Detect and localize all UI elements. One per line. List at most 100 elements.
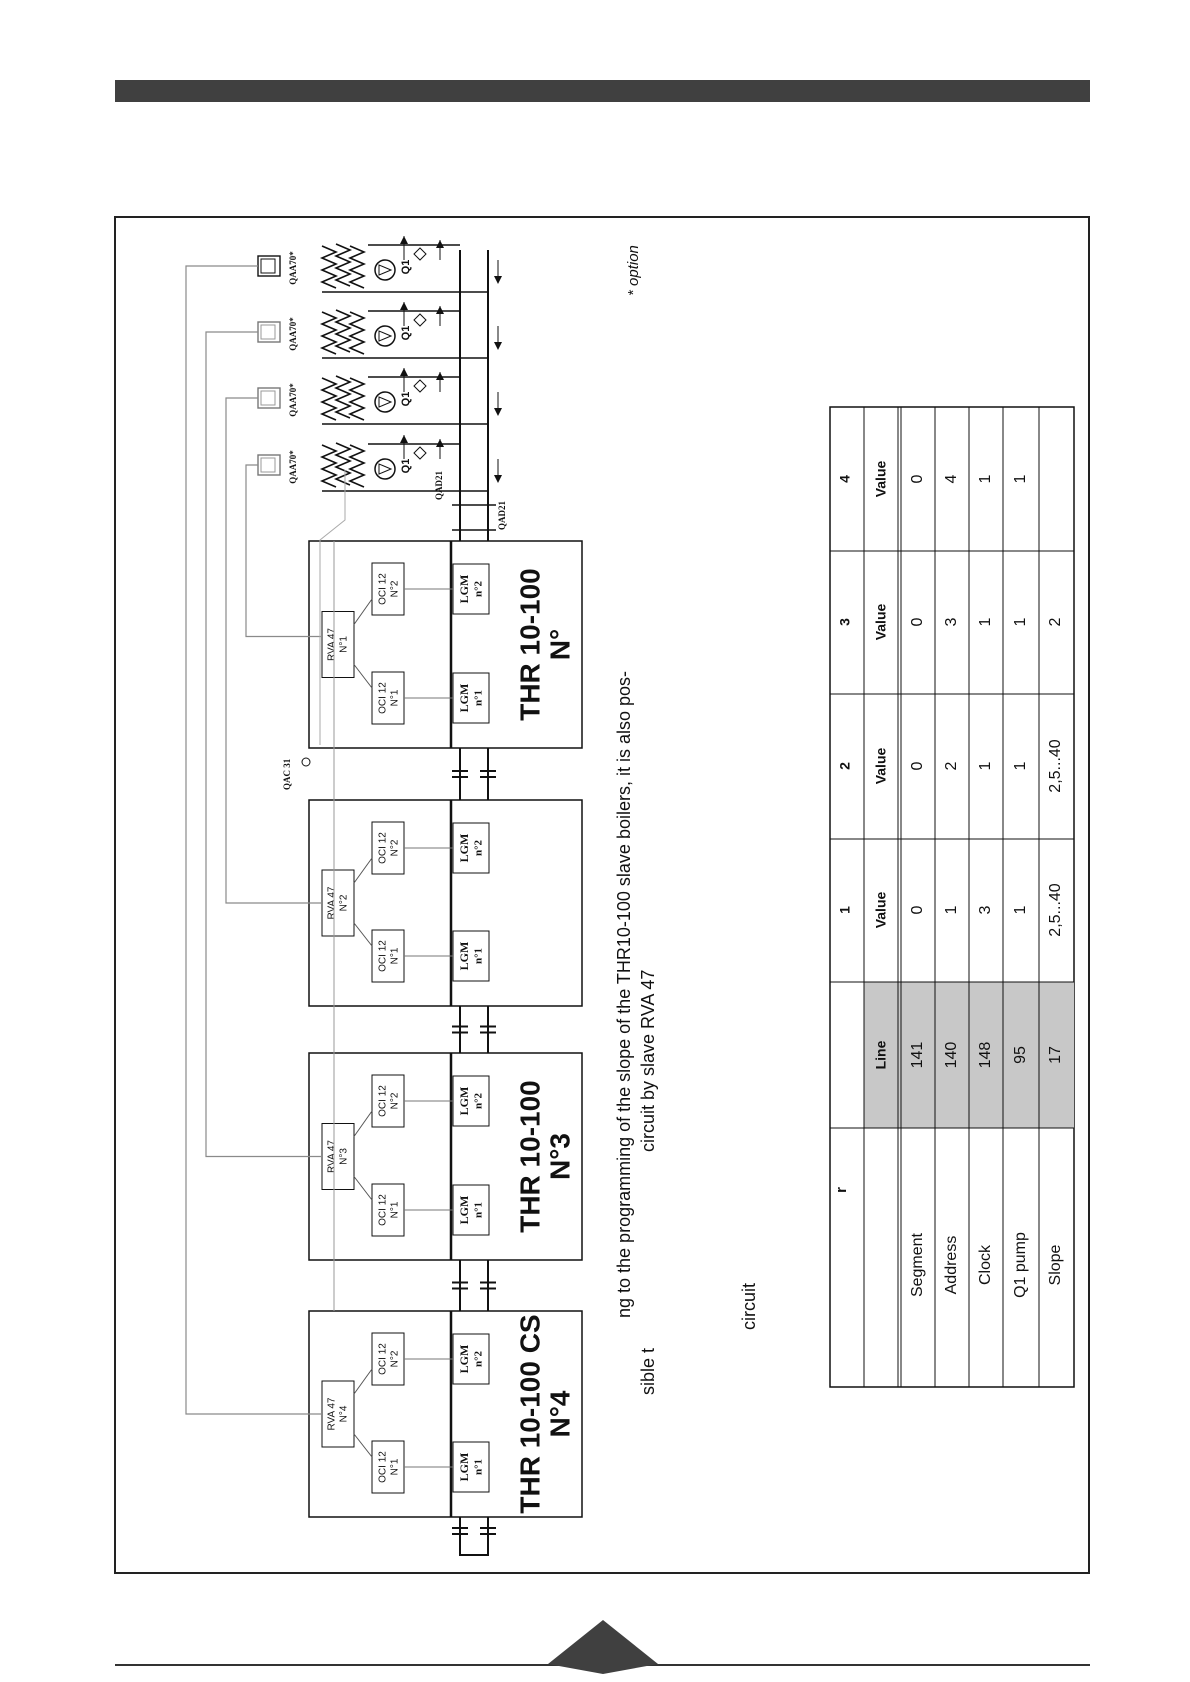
pump-label: Q1: [400, 459, 412, 474]
boiler-title: THR 10-100: [514, 568, 545, 721]
lgm-module: [452, 1333, 490, 1385]
return-arrow: [494, 342, 502, 350]
oci-number: N°1: [390, 1201, 401, 1218]
table-cell-value: 1: [1012, 761, 1029, 770]
table-cell-value: 1: [1012, 905, 1029, 914]
return-arrow: [494, 408, 502, 416]
rva-controller: [321, 611, 355, 678]
table-column-header: 3: [837, 618, 853, 626]
table-sub-header: Value: [873, 461, 889, 498]
room-unit-label: QAA70*: [288, 317, 298, 351]
lgm-label: LGM: [457, 575, 471, 604]
oci-number: N°1: [390, 689, 401, 706]
oci-number: N°2: [390, 1350, 401, 1367]
qac-sensor-icon: [301, 757, 311, 767]
diagram-frame: [114, 216, 1090, 1574]
oci-number: N°1: [390, 947, 401, 964]
lgm-number: n°1: [473, 1459, 485, 1475]
rva-number: N°2: [339, 894, 350, 911]
table-title: r: [833, 1187, 850, 1193]
table-cell-value: 1: [977, 761, 994, 770]
flow-arrow: [436, 306, 444, 314]
radiator-icon: [333, 243, 353, 287]
bus-link: [353, 1433, 373, 1458]
table-cell-value: 1: [943, 905, 960, 914]
oci-label: OCI 12: [378, 573, 389, 605]
boiler-number: N°: [544, 629, 575, 660]
note-line-2: sible t: [638, 1348, 658, 1395]
pump-label: Q1: [400, 260, 412, 275]
flow-arrow: [400, 302, 408, 310]
table-cell-value: 0: [909, 905, 926, 914]
control-wire: [245, 464, 322, 638]
mixing-valve-icon: [413, 313, 427, 327]
oci-module: [371, 1074, 405, 1128]
table-row-label: Segment: [909, 1232, 926, 1297]
control-wire: [185, 265, 322, 1415]
rva-label: RVA 47: [327, 886, 338, 919]
lgm-number: n°1: [473, 948, 485, 964]
table-row-label: Q1 pump: [1012, 1232, 1029, 1298]
pump-icon: [378, 264, 393, 276]
lgm-number: n°2: [473, 580, 485, 597]
note-line-1: ng to the programming of the slope of th…: [614, 671, 634, 1318]
oci-label: OCI 12: [378, 1451, 389, 1483]
pipe-loop: [459, 1545, 489, 1556]
lgm-number: n°2: [473, 1092, 485, 1109]
oci-label: OCI 12: [378, 940, 389, 972]
room-thermostat-icon: [260, 324, 276, 340]
table-line-value: 17: [1047, 1046, 1064, 1064]
rva-label: RVA 47: [327, 628, 338, 661]
note-line-3: circuit by slave RVA 47: [638, 970, 658, 1152]
mixing-valve-icon: [413, 247, 427, 261]
rva-label: RVA 47: [327, 1397, 338, 1430]
heating-circuit: Q1 QAA70*: [257, 302, 502, 359]
boiler-title: THR 10-100: [514, 1080, 545, 1233]
table-cell-value: 2,5...40: [1047, 739, 1064, 792]
lgm-module: [452, 930, 490, 982]
radiator-icon: [347, 444, 367, 488]
lgm-module: [452, 672, 490, 724]
bus-link: [353, 922, 373, 947]
table-sub-header: Line: [873, 1040, 889, 1069]
return-arrow: [494, 475, 502, 483]
table-cell-value: 2: [1047, 617, 1064, 626]
oci-label: OCI 12: [378, 1343, 389, 1375]
radiator-icon: [333, 309, 353, 353]
table-column-header: 1: [837, 906, 853, 914]
lgm-label: LGM: [457, 942, 471, 971]
lgm-label: LGM: [457, 1345, 471, 1374]
room-thermostat-icon: [260, 457, 276, 473]
table-cell-value: 3: [943, 617, 960, 626]
pump-label: Q1: [400, 326, 412, 341]
oci-module: [371, 821, 405, 875]
table-sub-header: Value: [873, 892, 889, 929]
flow-arrow: [400, 236, 408, 244]
table-line-value: 141: [909, 1042, 926, 1069]
radiator-icon: [319, 377, 339, 421]
table-sub-header: Value: [873, 604, 889, 641]
table-row-label: Slope: [1047, 1244, 1064, 1285]
oci-module: [371, 1183, 405, 1237]
lgm-module: [452, 1075, 490, 1127]
rva-number: N°3: [339, 1148, 350, 1165]
mixing-valve-icon: [413, 446, 427, 460]
bus-link: [353, 664, 373, 689]
oci-number: N°1: [390, 1458, 401, 1475]
oci-module: [371, 671, 405, 725]
flow-arrow: [436, 372, 444, 380]
lgm-number: n°2: [473, 839, 485, 856]
table-cell-value: 1: [977, 474, 994, 483]
table-line-value: 140: [943, 1042, 960, 1069]
table-column-header: 4: [837, 475, 853, 483]
lgm-label: LGM: [457, 834, 471, 863]
oci-label: OCI 12: [378, 1085, 389, 1117]
table-cell-value: 1: [977, 617, 994, 626]
oci-number: N°2: [390, 839, 401, 856]
flow-arrow: [436, 240, 444, 248]
boiler-title: THR 10-100 CS: [514, 1314, 545, 1513]
